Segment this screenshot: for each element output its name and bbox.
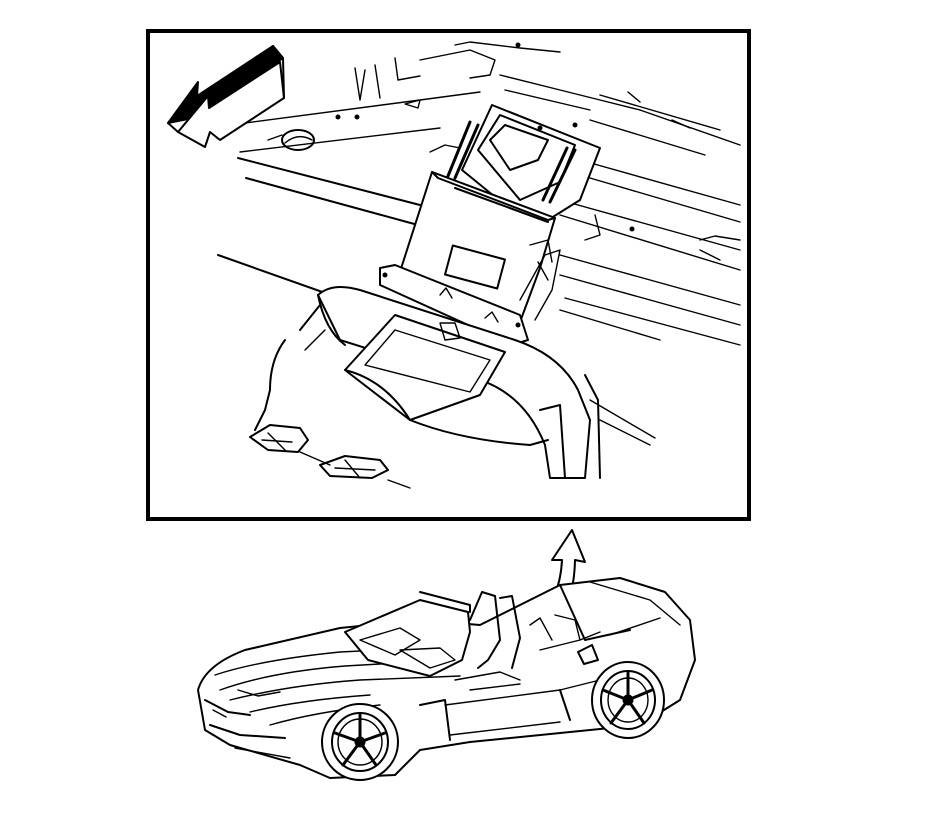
vehicle-body bbox=[197, 577, 696, 779]
rear-wheel bbox=[591, 661, 665, 739]
lower-clips bbox=[249, 424, 411, 489]
floor-round-opening bbox=[267, 42, 635, 232]
floor-panel-lines bbox=[217, 41, 741, 446]
arrow-forward-icon bbox=[167, 45, 285, 148]
windshield bbox=[344, 599, 471, 677]
front-wheel bbox=[321, 703, 399, 781]
module-mounting-flange bbox=[379, 264, 529, 346]
vehicle-illustration bbox=[197, 577, 696, 781]
detail-view bbox=[146, 29, 751, 521]
module-label-plate bbox=[444, 244, 506, 290]
mounting-bracket bbox=[446, 104, 601, 221]
trim-panel bbox=[254, 285, 601, 479]
